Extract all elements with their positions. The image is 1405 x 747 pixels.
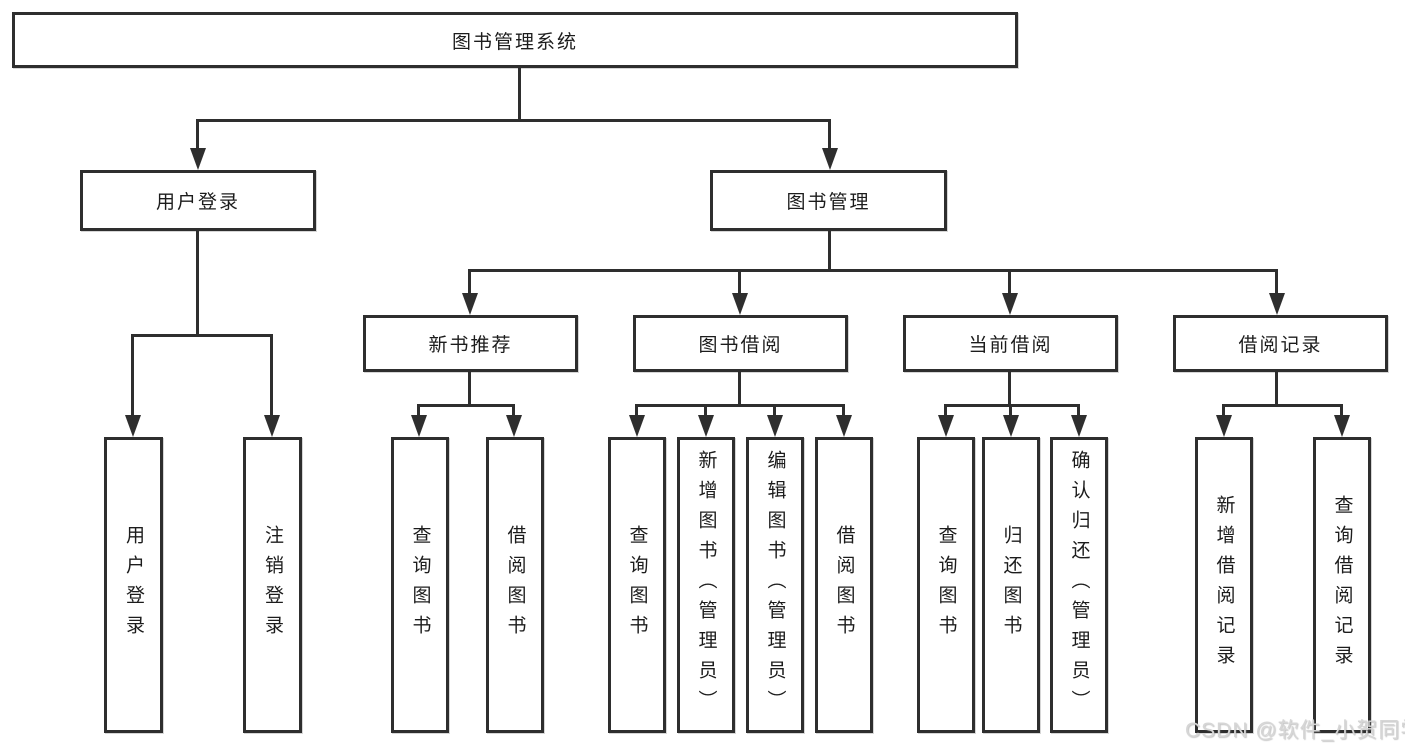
leaf-record-add-label: 新增借阅记录 [1213,495,1235,675]
arrow-login [125,415,141,437]
arrow-bookborrow-leaf2 [698,415,714,437]
connector-newbook-leaf2-drop [512,404,515,420]
arrow-currentborrow-leaf3 [1071,415,1087,437]
arrow-currentborrow [1002,293,1018,315]
node-currentborrow: 当前借阅 [903,315,1118,372]
node-leaf-bookborrow-edit: 编辑图书（管理员） [746,437,804,733]
arrow-user-login [190,148,206,170]
connector-newbook-drop [468,269,471,297]
arrow-newbook-leaf1 [411,415,427,437]
arrow-bookborrow-leaf1 [629,415,645,437]
connector-borrowrecord-leaf1-drop [1222,404,1225,420]
connector-bookborrow-leaf3-drop [773,404,776,420]
node-newbook: 新书推荐 [363,315,578,372]
arrow-borrowrecord-leaf2 [1334,415,1350,437]
leaf-bookborrow-query-label: 查询图书 [626,525,648,645]
arrow-book-mgmt [822,148,838,170]
connector-bookborrow-drop [738,269,741,297]
connector-borrowrecord-drop [1275,269,1278,297]
connector-bookborrow-stem [738,372,741,407]
leaf-record-query-label: 查询借阅记录 [1331,495,1353,675]
node-root: 图书管理系统 [12,12,1018,68]
node-user-login: 用户登录 [80,170,316,231]
arrow-bookborrow-leaf3 [767,415,783,437]
node-leaf-newbook-borrow: 借阅图书 [486,437,544,733]
leaf-newbook-query-label: 查询图书 [409,525,431,645]
leaf-bookborrow-edit-label: 编辑图书（管理员） [764,450,786,720]
node-leaf-currentborrow-confirm: 确认归还（管理员） [1050,437,1108,733]
leaf-currentborrow-confirm-label: 确认归还（管理员） [1068,450,1090,720]
arrow-currentborrow-leaf2 [1003,415,1019,437]
connector-bookborrow-branch [635,404,845,407]
node-leaf-newbook-query: 查询图书 [391,437,449,733]
connector-logout-drop [270,334,273,419]
arrow-bookborrow-leaf4 [836,415,852,437]
connector-newbook-leaf1-drop [417,404,420,420]
connector-login-drop [131,334,134,419]
connector-level3-branch [468,269,1278,272]
connector-currentborrow-stem [1008,372,1011,407]
connector-currentborrow-leaf3-drop [1077,404,1080,420]
csdn-watermark: CSDN @软件_小贺同学 [1185,719,1405,742]
node-leaf-currentborrow-return: 归还图书 [982,437,1040,733]
node-newbook-label: 新书推荐 [428,335,513,356]
connector-borrowrecord-leaf2-drop [1340,404,1343,420]
node-leaf-user-login: 用户登录 [104,437,163,733]
connector-user-login-drop [196,119,199,153]
leaf-bookborrow-borrow-label: 借阅图书 [833,525,855,645]
connector-bookborrow-leaf1-drop [635,404,638,420]
connector-currentborrow-leaf1-drop [944,404,947,420]
node-leaf-currentborrow-query: 查询图书 [917,437,975,733]
node-bookborrow-label: 图书借阅 [698,335,783,356]
leaf-currentborrow-return-label: 归还图书 [1000,525,1022,645]
connector-borrowrecord-stem [1275,372,1278,407]
node-leaf-bookborrow-query: 查询图书 [608,437,666,733]
arrow-logout [264,415,280,437]
connector-bookborrow-leaf4-drop [842,404,845,420]
arrow-newbook [462,293,478,315]
connector-level2-branch [196,119,831,122]
node-leaf-bookborrow-add: 新增图书（管理员） [677,437,735,733]
node-borrowrecord: 借阅记录 [1173,315,1388,372]
leaf-bookborrow-add-label: 新增图书（管理员） [695,450,717,720]
connector-book-mgmt-drop [828,119,831,153]
connector-root-stem [518,68,521,122]
node-currentborrow-label: 当前借阅 [968,335,1053,356]
leaf-newbook-borrow-label: 借阅图书 [504,525,526,645]
connector-newbook-stem [468,372,471,407]
connector-newbook-branch [417,404,515,407]
node-leaf-logout: 注销登录 [243,437,302,733]
leaf-currentborrow-query-label: 查询图书 [935,525,957,645]
connector-currentborrow-leaf2-drop [1009,404,1012,420]
arrow-newbook-leaf2 [506,415,522,437]
connector-borrowrecord-branch [1222,404,1343,407]
connector-currentborrow-drop [1008,269,1011,297]
arrow-borrowrecord [1269,293,1285,315]
node-book-mgmt-label: 图书管理 [786,192,871,213]
leaf-user-login-label: 用户登录 [123,525,144,645]
node-user-login-label: 用户登录 [155,192,240,213]
node-leaf-record-add: 新增借阅记录 [1195,437,1253,733]
node-book-mgmt: 图书管理 [710,170,947,231]
connector-book-mgmt-stem [828,231,831,272]
node-leaf-record-query: 查询借阅记录 [1313,437,1371,733]
connector-bookborrow-leaf2-drop [704,404,707,420]
arrow-bookborrow [732,293,748,315]
arrow-borrowrecord-leaf1 [1216,415,1232,437]
leaf-logout-label: 注销登录 [262,525,283,645]
arrow-currentborrow-leaf1 [938,415,954,437]
connector-currentborrow-branch [944,404,1080,407]
node-bookborrow: 图书借阅 [633,315,848,372]
connector-user-login-stem [196,231,199,337]
node-root-label: 图书管理系统 [451,31,578,53]
connector-user-login-branch [131,334,273,337]
node-borrowrecord-label: 借阅记录 [1238,335,1323,356]
node-leaf-bookborrow-borrow: 借阅图书 [815,437,873,733]
